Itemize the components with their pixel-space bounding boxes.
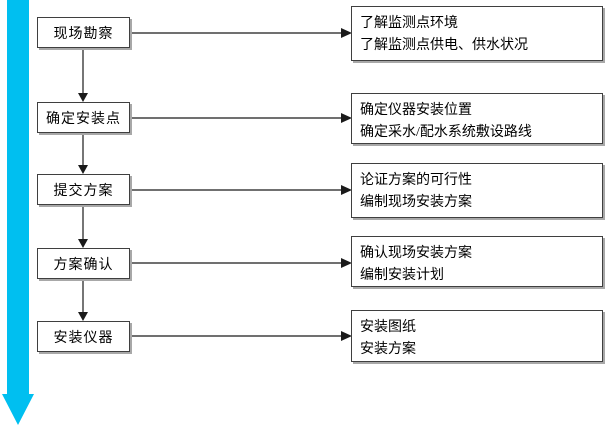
detail-box-submit-plan: 论证方案的可行性 编制现场安装方案: [351, 163, 603, 218]
step-box-determine-install-point: 确定安装点: [37, 102, 130, 133]
detail-line: 确定仪器安装位置: [360, 103, 472, 118]
step-label: 确定安装点: [46, 111, 121, 127]
timeline-down-arrow-icon: [2, 0, 34, 425]
timeline-arrow-shaft: [7, 0, 29, 394]
step-label: 安装仪器: [53, 330, 114, 346]
step-label: 方案确认: [53, 257, 114, 273]
step-box-plan-confirmation: 方案确认: [37, 248, 130, 279]
step-box-site-survey: 现场勘察: [37, 17, 130, 48]
connector-right-2: [130, 113, 352, 123]
detail-box-plan-confirmation: 确认现场安装方案 编制安装计划: [351, 236, 603, 287]
detail-line: 了解监测点环境: [360, 16, 458, 31]
connector-down-4: [78, 279, 88, 321]
step-label: 现场勘察: [53, 26, 114, 42]
detail-box-site-survey: 了解监测点环境 了解监测点供电、供水状况: [351, 6, 603, 61]
timeline-arrow-head: [2, 394, 34, 425]
step-box-install-instrument: 安装仪器: [37, 321, 130, 352]
step-label: 提交方案: [53, 183, 114, 199]
step-box-submit-plan: 提交方案: [37, 174, 130, 205]
detail-box-determine-install-point: 确定仪器安装位置 确定采水/配水系统敷设路线: [351, 93, 603, 144]
connector-down-2: [78, 133, 88, 174]
detail-line: 了解监测点供电、供水状况: [360, 38, 528, 53]
connector-down-1: [78, 48, 88, 102]
detail-line: 确认现场安装方案: [360, 246, 472, 261]
connector-right-4: [130, 258, 352, 268]
connector-down-3: [78, 205, 88, 248]
detail-line: 安装图纸: [360, 320, 416, 335]
detail-box-install-instrument: 安装图纸 安装方案: [351, 310, 603, 362]
detail-line: 编制安装计划: [360, 268, 444, 283]
detail-line: 安装方案: [360, 342, 416, 357]
detail-line: 论证方案的可行性: [360, 173, 472, 188]
connector-right-1: [130, 28, 352, 38]
detail-line: 编制现场安装方案: [360, 195, 472, 210]
connector-right-3: [130, 185, 352, 195]
connector-right-5: [130, 331, 352, 341]
detail-line: 确定采水/配水系统敷设路线: [360, 125, 532, 140]
